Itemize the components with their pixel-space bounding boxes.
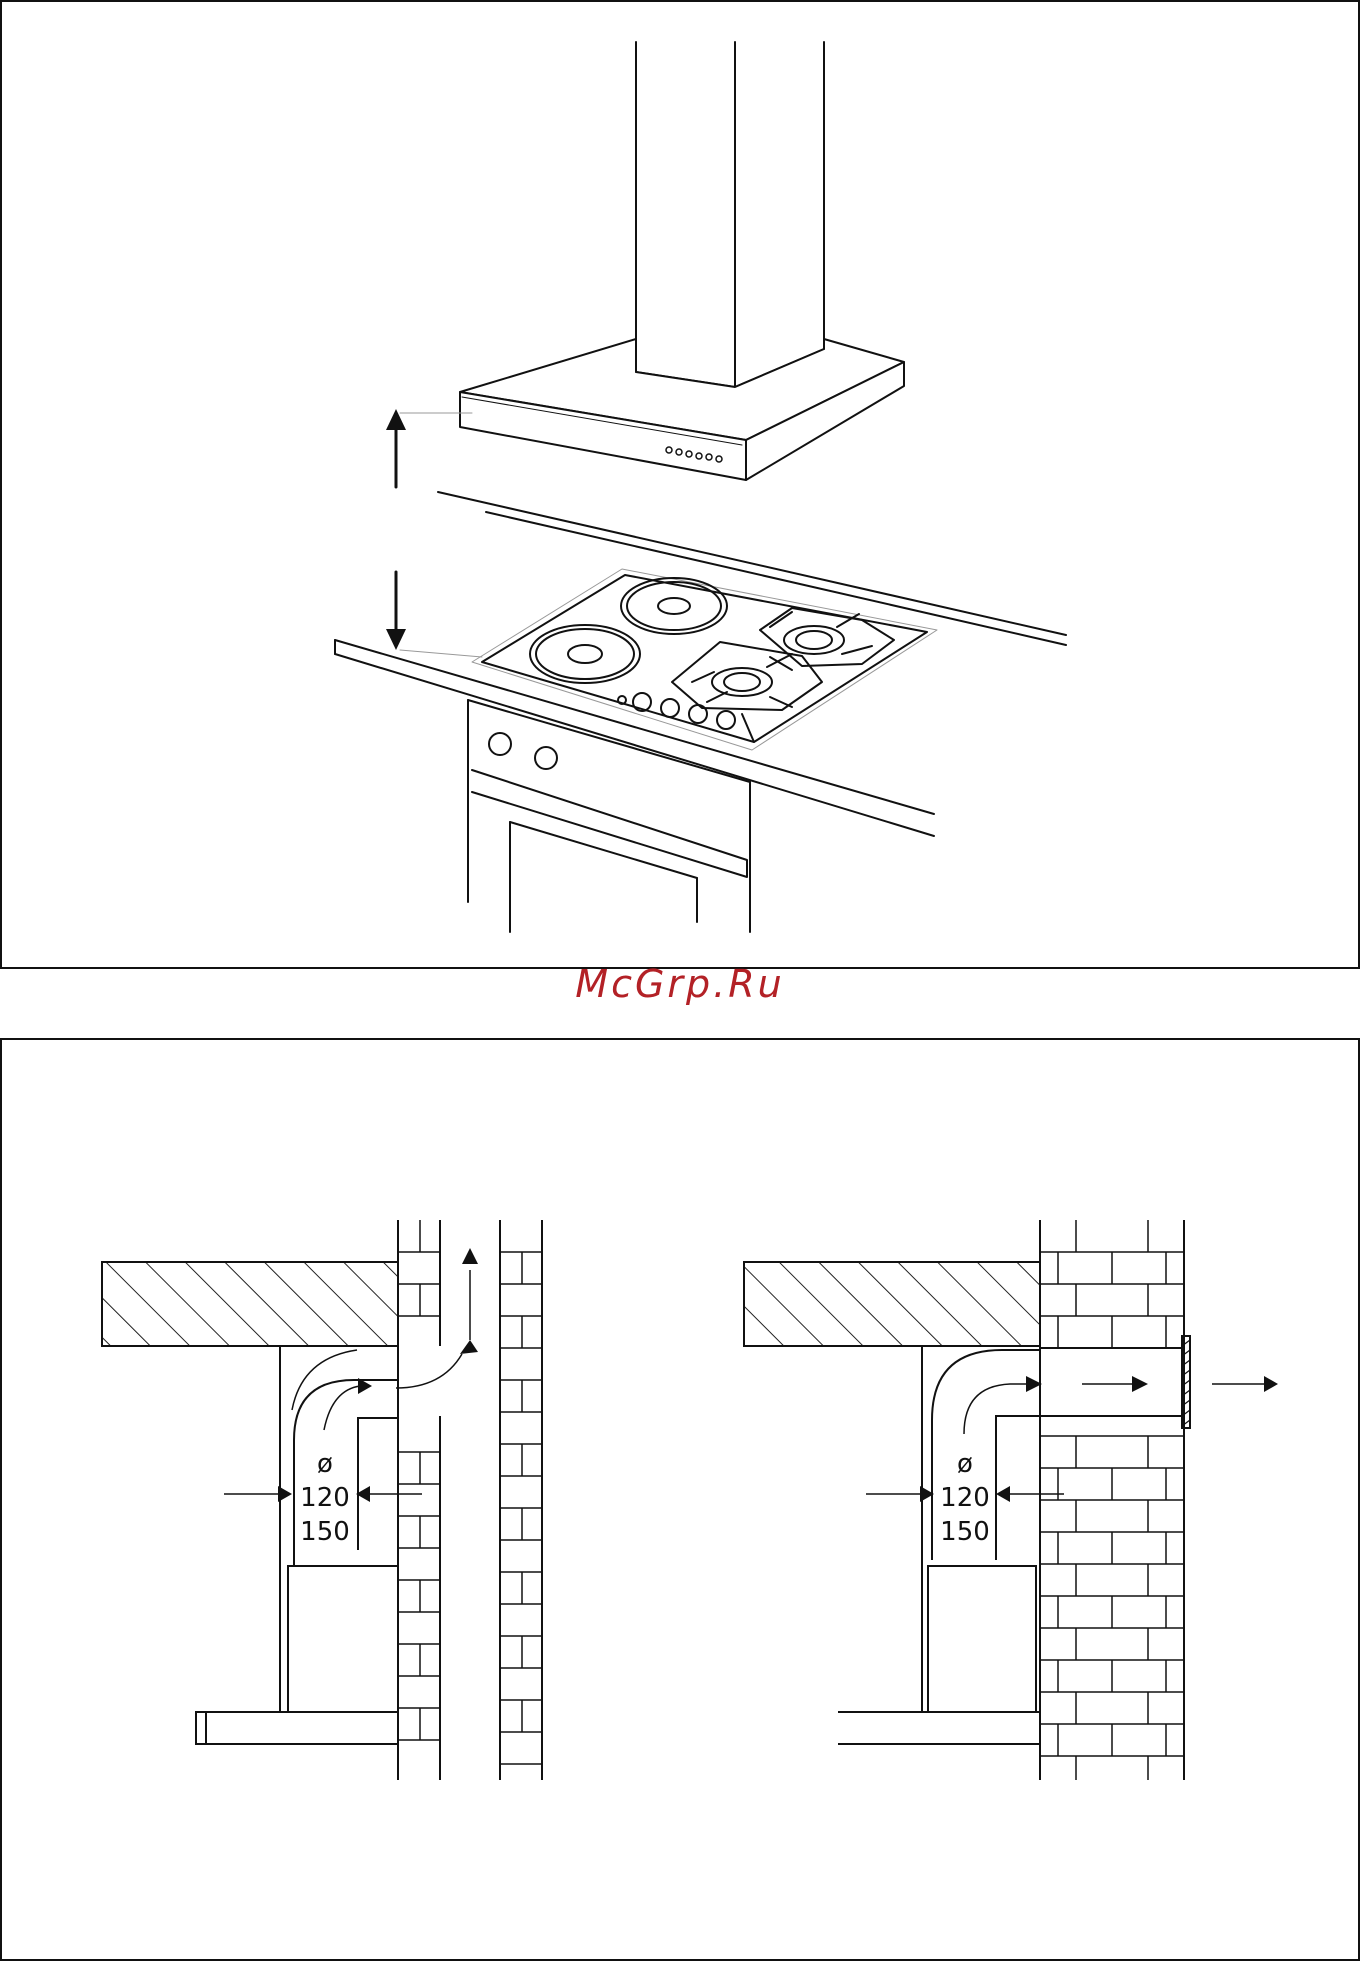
- hood-installation-drawing: [2, 2, 1358, 967]
- dimension-arrow-left-icon-2: [996, 1486, 1010, 1502]
- airflow-exit-arrow-icon: [1264, 1376, 1278, 1392]
- diameter-value-150-right: 150: [940, 1517, 990, 1547]
- arrow-down-icon: [386, 629, 406, 650]
- ceiling-slab-right: [744, 1262, 1040, 1346]
- right-duct-diagram: [744, 1220, 1264, 1780]
- ceiling-slab: [102, 1262, 398, 1346]
- ducting-diagrams: ø 120 150: [2, 1040, 1358, 1959]
- duct-inner-edge: [358, 1418, 398, 1550]
- arrow-up-icon: [386, 409, 406, 430]
- diameter-value-120-left: 120: [300, 1483, 350, 1513]
- hob: [472, 569, 937, 750]
- diameter-symbol-left: ø: [317, 1449, 333, 1479]
- worktop-back-edge: [438, 492, 1066, 645]
- hood-over-hob-illustration: [0, 0, 1360, 969]
- ducting-options-illustration: ø 120 150: [0, 1038, 1360, 1961]
- hood-chimney: [636, 42, 824, 387]
- hood-canopy: [460, 339, 904, 480]
- airflow-arrow-icon-2: [1132, 1376, 1148, 1392]
- dimension-arrow-right-icon: [278, 1486, 292, 1502]
- diameter-symbol-right: ø: [957, 1449, 973, 1479]
- diameter-value-150-left: 150: [300, 1517, 350, 1547]
- hood-body-right: [928, 1566, 1036, 1712]
- diameter-value-120-right: 120: [940, 1483, 990, 1513]
- airflow-turn-arrow-icon: [460, 1340, 478, 1354]
- watermark-text: McGrp.Ru: [0, 962, 1360, 1006]
- airflow-up-arrow-icon: [462, 1248, 478, 1264]
- hood-canopy-left: [196, 1712, 398, 1744]
- hood-body-left: [288, 1566, 398, 1712]
- brick-courses-right: [1040, 1220, 1184, 1780]
- oven: [468, 700, 750, 932]
- worktop: [335, 640, 934, 836]
